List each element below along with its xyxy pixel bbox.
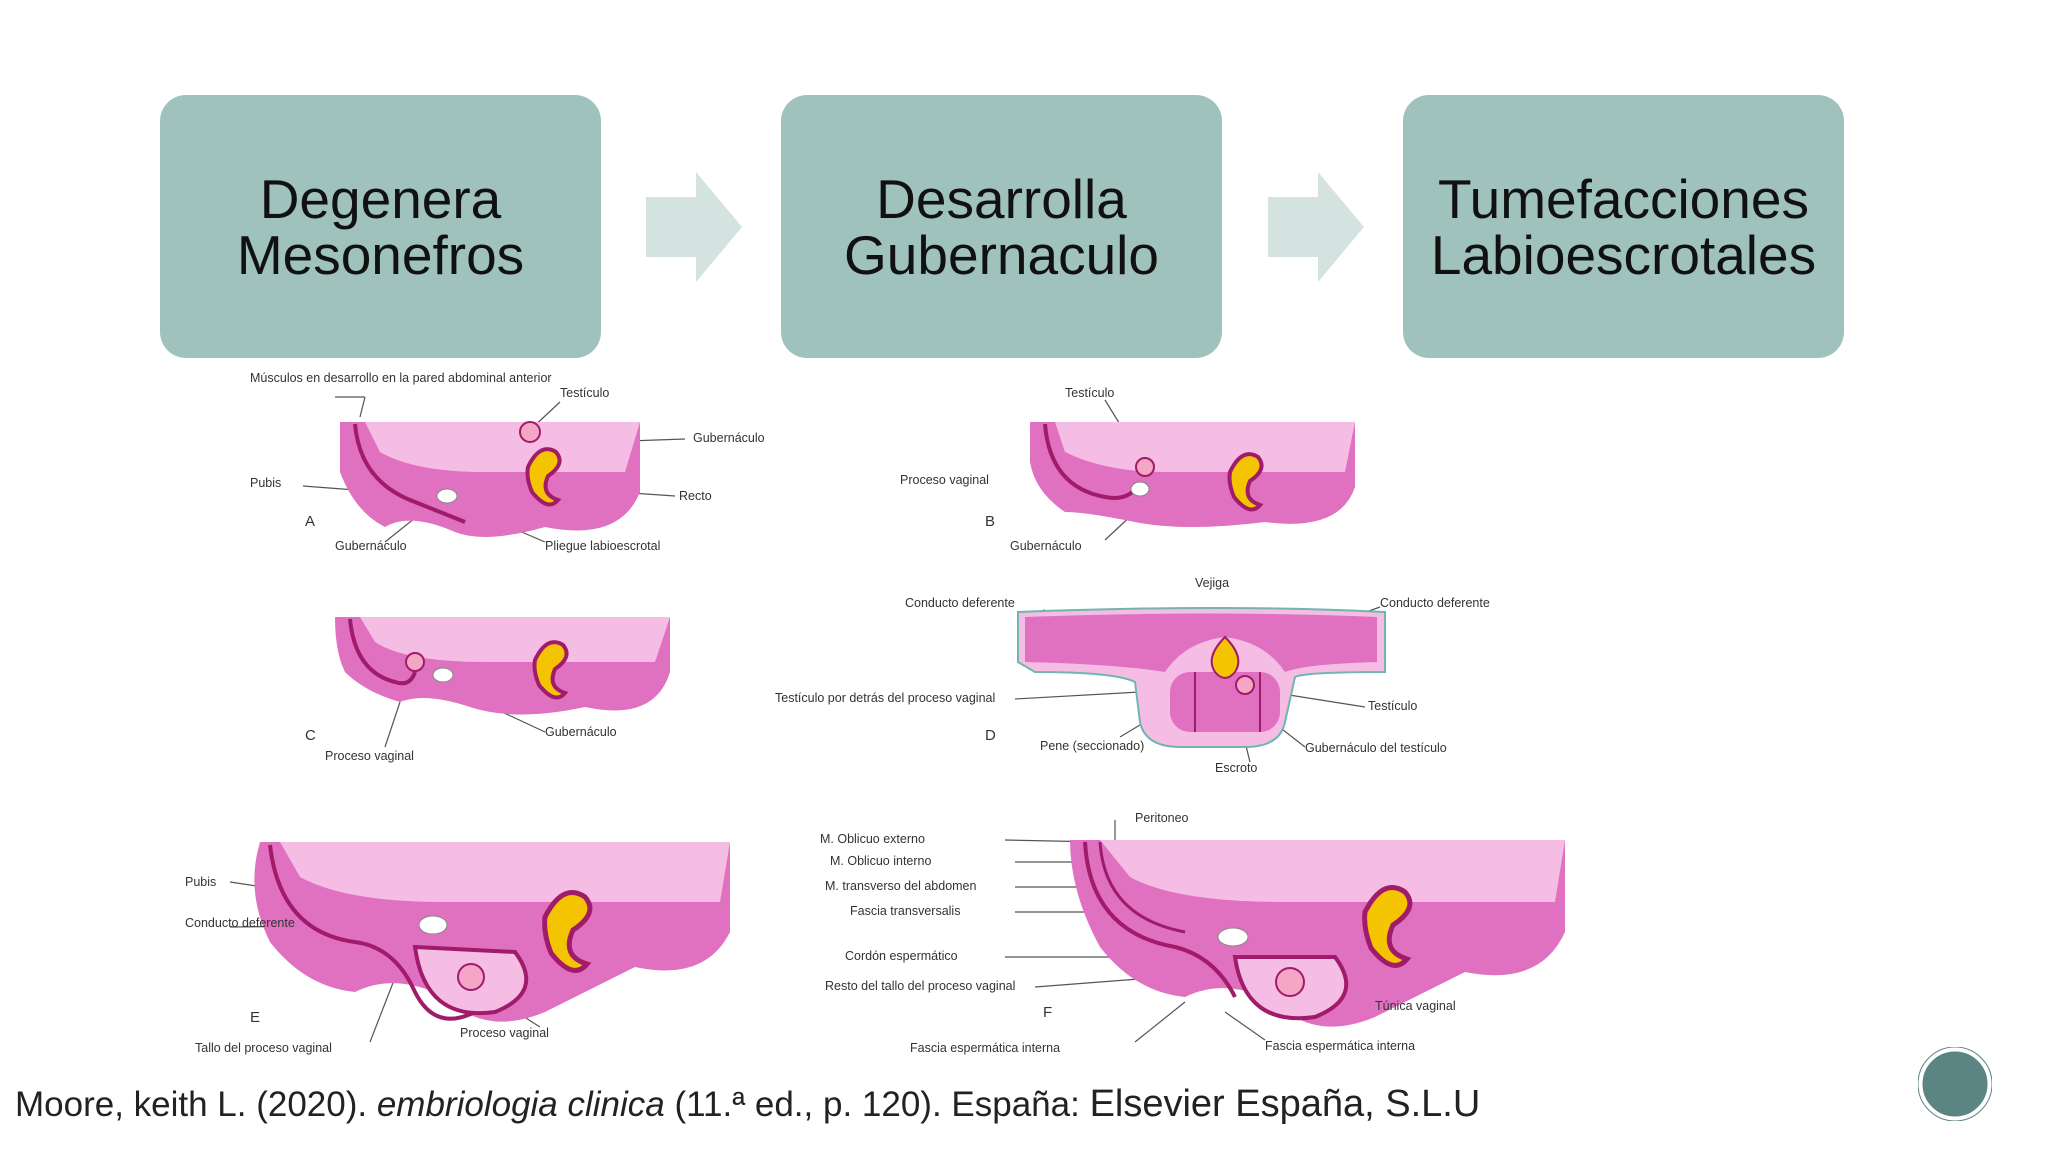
label-testis-behind-process: Testículo por detrás del proceso vaginal: [775, 691, 995, 705]
label-vaginal-process: Proceso vaginal: [460, 1026, 549, 1040]
flow-box-line: Tumefacciones: [1438, 167, 1809, 230]
flow-box-line: Mesonefros: [236, 223, 525, 286]
label-gubernaculum: Gubernáculo: [545, 725, 617, 739]
label-bladder: Vejiga: [1195, 576, 1229, 590]
label-muscles: Músculos en desarrollo en la pared abdom…: [250, 372, 552, 385]
label-spermatic-cord: Cordón espermático: [845, 949, 958, 963]
label-penis: Pene (seccionado): [1040, 739, 1144, 753]
panel-a-drawing: [340, 421, 640, 537]
panel-letter-f: F: [1043, 1004, 1052, 1021]
panel-e-drawing: [254, 842, 730, 1022]
label-peritoneum: Peritoneo: [1135, 811, 1189, 825]
label-vas-deferens: Conducto deferente: [905, 596, 1015, 610]
label-testis: Testículo: [560, 386, 609, 400]
label-internal-spermatic-fascia: Fascia espermática interna: [1265, 1039, 1415, 1053]
slide-nav-button[interactable]: [1918, 1047, 1992, 1121]
label-internal-oblique: M. Oblicuo interno: [830, 854, 931, 868]
label-pubis: Pubis: [250, 476, 281, 490]
label-gubernaculum: Gubernáculo: [1010, 539, 1082, 553]
label-testis: Testículo: [1368, 699, 1417, 713]
flow-box-line: Degenera: [259, 167, 502, 230]
label-transverse-abdominis: M. transverso del abdomen: [825, 879, 977, 893]
label-testis: Testículo: [1065, 386, 1114, 400]
label-pubis: Pubis: [185, 875, 216, 889]
label-rectum: Recto: [679, 489, 712, 503]
label-fascia-transversalis: Fascia transversalis: [850, 904, 960, 918]
panel-c-drawing: [335, 617, 670, 715]
label-vas-deferens: Conducto deferente: [1380, 596, 1490, 610]
citation-authors: Moore, keith L. (2020).: [15, 1085, 377, 1124]
label-vas-deferens: Conducto deferente: [185, 916, 295, 930]
label-scrotum: Escroto: [1215, 761, 1257, 775]
flow-box-line: Gubernaculo: [844, 223, 1159, 286]
right-arrow-icon: [646, 172, 742, 282]
panel-letter-e: E: [250, 1009, 260, 1026]
label-labioscrotal-fold: Pliegue labioescrotal: [545, 539, 660, 553]
panel-letter-b: B: [985, 513, 995, 530]
panel-f-drawing: [1070, 840, 1565, 1027]
label-stalk: Tallo del proceso vaginal: [195, 1041, 332, 1055]
panel-letter-d: D: [985, 727, 996, 744]
panel-letter-c: C: [305, 727, 316, 744]
panel-d-drawing: [1017, 607, 1386, 748]
label-tunica-vaginalis: Túnica vaginal: [1375, 999, 1456, 1013]
citation-publisher: Elsevier España, S.L.U: [1089, 1083, 1481, 1125]
flow-box-line: Labioescrotales: [1430, 223, 1817, 286]
panel-letter-a: A: [305, 513, 315, 530]
label-vaginal-process: Proceso vaginal: [325, 749, 414, 763]
citation-title: embriologia clinica: [376, 1085, 665, 1124]
testis-descent-figure: A B C D E F Músculos en desarrollo en la…: [185, 372, 1565, 1055]
citation: Moore, keith L. (2020). embriologia clin…: [15, 1083, 1480, 1126]
label-external-oblique: M. Oblicuo externo: [820, 832, 925, 846]
panel-b-drawing: [1030, 422, 1355, 527]
label-stalk-remnant: Resto del tallo del proceso vaginal: [825, 979, 1015, 993]
label-gubernaculum: Gubernáculo: [335, 539, 407, 553]
label-internal-spermatic-fascia: Fascia espermática interna: [910, 1041, 1060, 1055]
label-gubernaculum-testis: Gubernáculo del testículo: [1305, 741, 1447, 755]
citation-edition: (11.ª ed., p. 120). España:: [664, 1085, 1090, 1124]
label-vaginal-process: Proceso vaginal: [900, 473, 989, 487]
right-arrow-icon: [1268, 172, 1364, 282]
label-gubernaculum: Gubernáculo: [693, 431, 765, 445]
flow-box-line: Desarrolla: [876, 167, 1127, 230]
